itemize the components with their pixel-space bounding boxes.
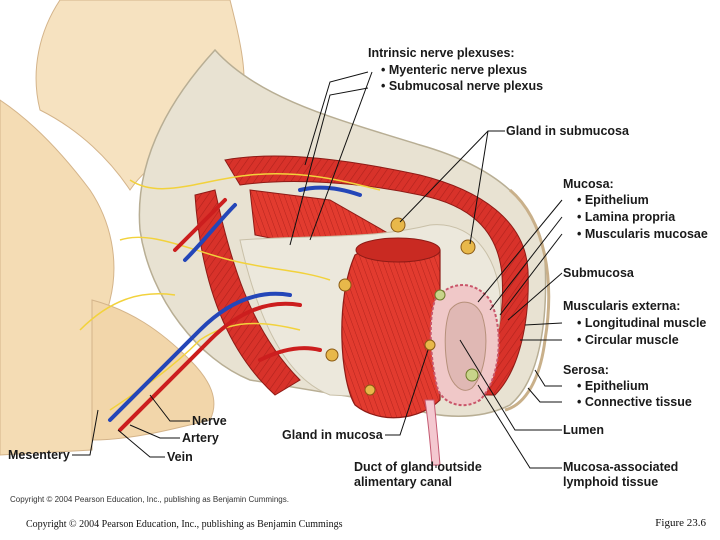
- credit-small: Copyright © 2004 Pearson Education, Inc.…: [10, 495, 289, 504]
- label-serosa-epithelium: • Epithelium: [577, 379, 649, 393]
- gland-2: [460, 239, 476, 255]
- label-duct-2: alimentary canal: [354, 475, 452, 489]
- vein-1: [108, 291, 292, 422]
- leader-connective: [527, 387, 562, 403]
- lymphoid-nodule-2: [434, 289, 446, 301]
- label-gland-submucosa: Gland in submucosa: [506, 124, 630, 138]
- label-myenteric: • Myenteric nerve plexus: [381, 63, 527, 77]
- label-muscularis-mucosae: • Muscularis mucosae: [577, 227, 708, 241]
- gland-6: [364, 384, 376, 396]
- gland-5: [424, 339, 436, 351]
- label-longitudinal: • Longitudinal muscle: [577, 316, 706, 330]
- leader-myenteric: [309, 71, 373, 241]
- gland-3: [338, 278, 352, 292]
- leader-mucosa-lymphoid: [477, 384, 562, 469]
- label-nerve: Nerve: [192, 414, 227, 428]
- label-mucosa-lymphoid-2: lymphoid tissue: [563, 475, 658, 489]
- leader-lumen: [459, 339, 562, 431]
- nerve-strand-1: [129, 172, 381, 191]
- artery-3: [258, 346, 322, 362]
- label-artery: Artery: [182, 431, 219, 445]
- label-mucosa-title: Mucosa:: [563, 177, 614, 191]
- duct-of-gland: [424, 399, 441, 466]
- lymphoid-nodules: [434, 289, 479, 382]
- leader-lamina: [489, 216, 563, 311]
- label-vein: Vein: [167, 450, 193, 464]
- leader-lines: [72, 71, 563, 469]
- leader-gland-submucosa-b: [469, 130, 489, 245]
- leader-muscularis-mucosae: [499, 233, 563, 316]
- label-mesentery: Mesentery: [8, 448, 70, 462]
- label-intrinsic-title: Intrinsic nerve plexuses:: [368, 46, 515, 60]
- label-gland-mucosa: Gland in mucosa: [282, 428, 384, 442]
- leader-gland-mucosa: [385, 349, 429, 436]
- leader-mesentery: [72, 409, 99, 456]
- leader-serosa-epi: [534, 369, 562, 387]
- muscularis-externa-band: [224, 155, 529, 396]
- label-serosa-title: Serosa:: [563, 363, 609, 377]
- leader-vein: [117, 429, 165, 458]
- label-circular: • Circular muscle: [577, 333, 679, 347]
- leader-artery: [129, 424, 180, 439]
- label-duct-1: Duct of gland outside: [354, 460, 482, 474]
- artery-1: [118, 301, 302, 432]
- inner-cylinder-top: [355, 237, 441, 263]
- leader-nerve: [149, 394, 190, 422]
- label-epithelium: • Epithelium: [577, 193, 649, 207]
- gland-4: [325, 348, 339, 362]
- vein-2: [183, 203, 237, 262]
- glands-group: [325, 217, 476, 396]
- gland-1: [390, 217, 406, 233]
- lymphoid-nodule-1: [465, 368, 479, 382]
- lumen: [444, 301, 487, 391]
- artery-2: [173, 198, 227, 252]
- arteries: [118, 198, 322, 432]
- label-lamina-propria: • Lamina propria: [577, 210, 676, 224]
- nerve-strand-4: [79, 293, 176, 331]
- label-submucosal-plexus: • Submucosal nerve plexus: [381, 79, 543, 93]
- serosa-edge: [504, 188, 551, 412]
- label-lumen: Lumen: [563, 423, 604, 437]
- nerve-strand-2: [119, 236, 331, 281]
- leader-epithelium: [477, 199, 563, 303]
- label-connective: • Connective tissue: [577, 395, 692, 409]
- leader-submucosal: [289, 87, 369, 246]
- leader-longitudinal: [524, 322, 563, 326]
- leader-submucosa: [507, 272, 563, 321]
- label-muscularis-externa-title: Muscularis externa:: [563, 299, 680, 313]
- inner-muscle-cylinder: [341, 241, 441, 419]
- footer-copyright: Copyright © 2004 Pearson Education, Inc.…: [26, 519, 343, 530]
- footer-figure-number: Figure 23.6: [655, 517, 706, 529]
- leader-intrinsic: [304, 71, 369, 166]
- label-submucosa: Submucosa: [563, 266, 635, 280]
- label-mucosa-lymphoid-1: Mucosa-associated: [563, 460, 678, 474]
